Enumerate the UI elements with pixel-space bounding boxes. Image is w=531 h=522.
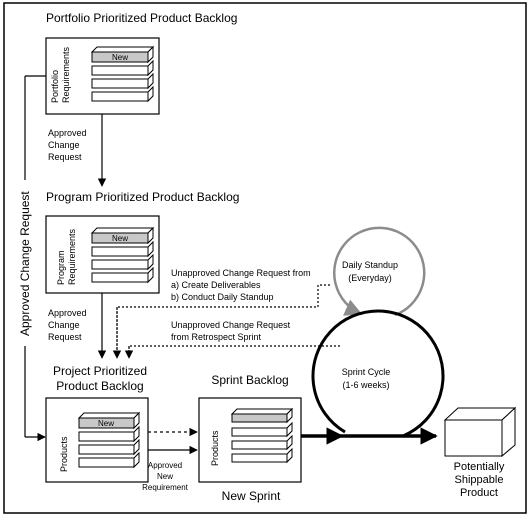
daily-standup-label-line2: (Everyday) [348,273,392,283]
daily-standup-label-line1: Daily Standup [342,260,398,270]
unapproved-cr-label-1: Unapproved Change Request from a) Create… [171,268,311,302]
backlog-item-slab [231,440,288,450]
backlog-item-slab [78,444,135,455]
unapproved-cr-dotted-lines [112,284,340,359]
project-backlog-box: Products New [45,397,149,483]
project-title-line2: Product Backlog [56,379,143,393]
sprint-item-stack [230,407,294,464]
portfolio-title: Portfolio Prioritized Product Backlog [46,11,237,25]
approved-cr-label-1: Approved Change Request [48,128,87,162]
new-item-slab [231,413,288,423]
svg-text:a) Create Deliverables: a) Create Deliverables [171,280,261,290]
sprint-backlog-title: Sprint Backlog [211,373,288,387]
svg-text:Approved: Approved [48,128,87,138]
svg-text:Approved: Approved [48,308,87,318]
portfolio-backlog-box: Portfolio Requirements New [45,37,160,115]
backlog-item-slab [91,65,149,76]
sprint-cycle-label-line2: (1-6 weeks) [342,380,389,390]
backlog-item-slab [231,453,288,463]
shippable-label-line2: Shippable [455,474,504,486]
svg-text:New: New [157,472,173,481]
program-title: Program Prioritized Product Backlog [46,190,239,204]
approved-cr-left-loop: Approved Change Request [18,75,46,442]
backlog-item-slab [91,272,149,283]
daily-standup-cycle: Daily Standup (Everyday) [333,226,426,317]
svg-text:b) Conduct Daily Standup: b) Conduct Daily Standup [171,292,274,302]
project-item-stack: New [77,411,141,469]
program-box-label-line1: Program [56,250,66,285]
shippable-product-box: Potentially Shippable Product [443,406,517,499]
shippable-label-line1: Potentially [454,461,505,473]
approved-cr-label-2: Approved Change Request [48,308,87,342]
svg-text:Request: Request [48,332,82,342]
program-backlog-box: Program Requirements New [45,215,160,294]
sprint-cycle-label-line1: Sprint Cycle [342,367,391,377]
program-item-stack: New [90,226,155,284]
new-tag: New [112,53,128,62]
project-box-label: Products [59,436,69,472]
backlog-item-slab [91,259,149,270]
backlog-item-slab [91,78,149,89]
sprint-backlog-box: Products [198,397,302,483]
sprint-box-label: Products [210,430,220,466]
svg-text:Approved: Approved [148,461,182,470]
program-box-label-line2: Requirements [67,228,77,285]
svg-text:Change: Change [48,140,80,150]
backlog-item-slab [91,91,149,102]
backlog-item-slab [231,427,288,437]
outer-frame [3,2,527,514]
svg-text:Request: Request [48,152,82,162]
portfolio-item-stack: New [90,45,155,103]
portfolio-box-label-line2: Requirements [61,46,71,103]
approved-cr-vertical-label: Approved Change Request [18,191,32,336]
new-sprint-title: New Sprint [222,489,281,503]
backlog-item-slab [78,431,135,442]
svg-text:Unapproved Change Request: Unapproved Change Request [171,320,291,330]
new-tag: New [98,419,114,428]
sprint-cycle: Sprint Cycle (1-6 weeks) [311,309,445,438]
project-title-line1: Project Prioritized [53,364,147,378]
approved-new-req-label: Approved New Requirement [142,461,189,492]
shippable-label-line3: Product [460,487,498,499]
backlog-item-slab [91,246,149,257]
portfolio-box-label-line1: Portfolio [50,70,60,103]
svg-text:Requirement: Requirement [142,483,189,492]
backlog-item-slab [78,457,135,468]
new-tag: New [112,234,128,243]
svg-text:Change: Change [48,320,80,330]
svg-text:from Retrospect Sprint: from Retrospect Sprint [171,332,262,342]
svg-text:Unapproved Change Request from: Unapproved Change Request from [171,268,311,278]
unapproved-cr-label-2: Unapproved Change Request from Retrospec… [171,320,291,342]
